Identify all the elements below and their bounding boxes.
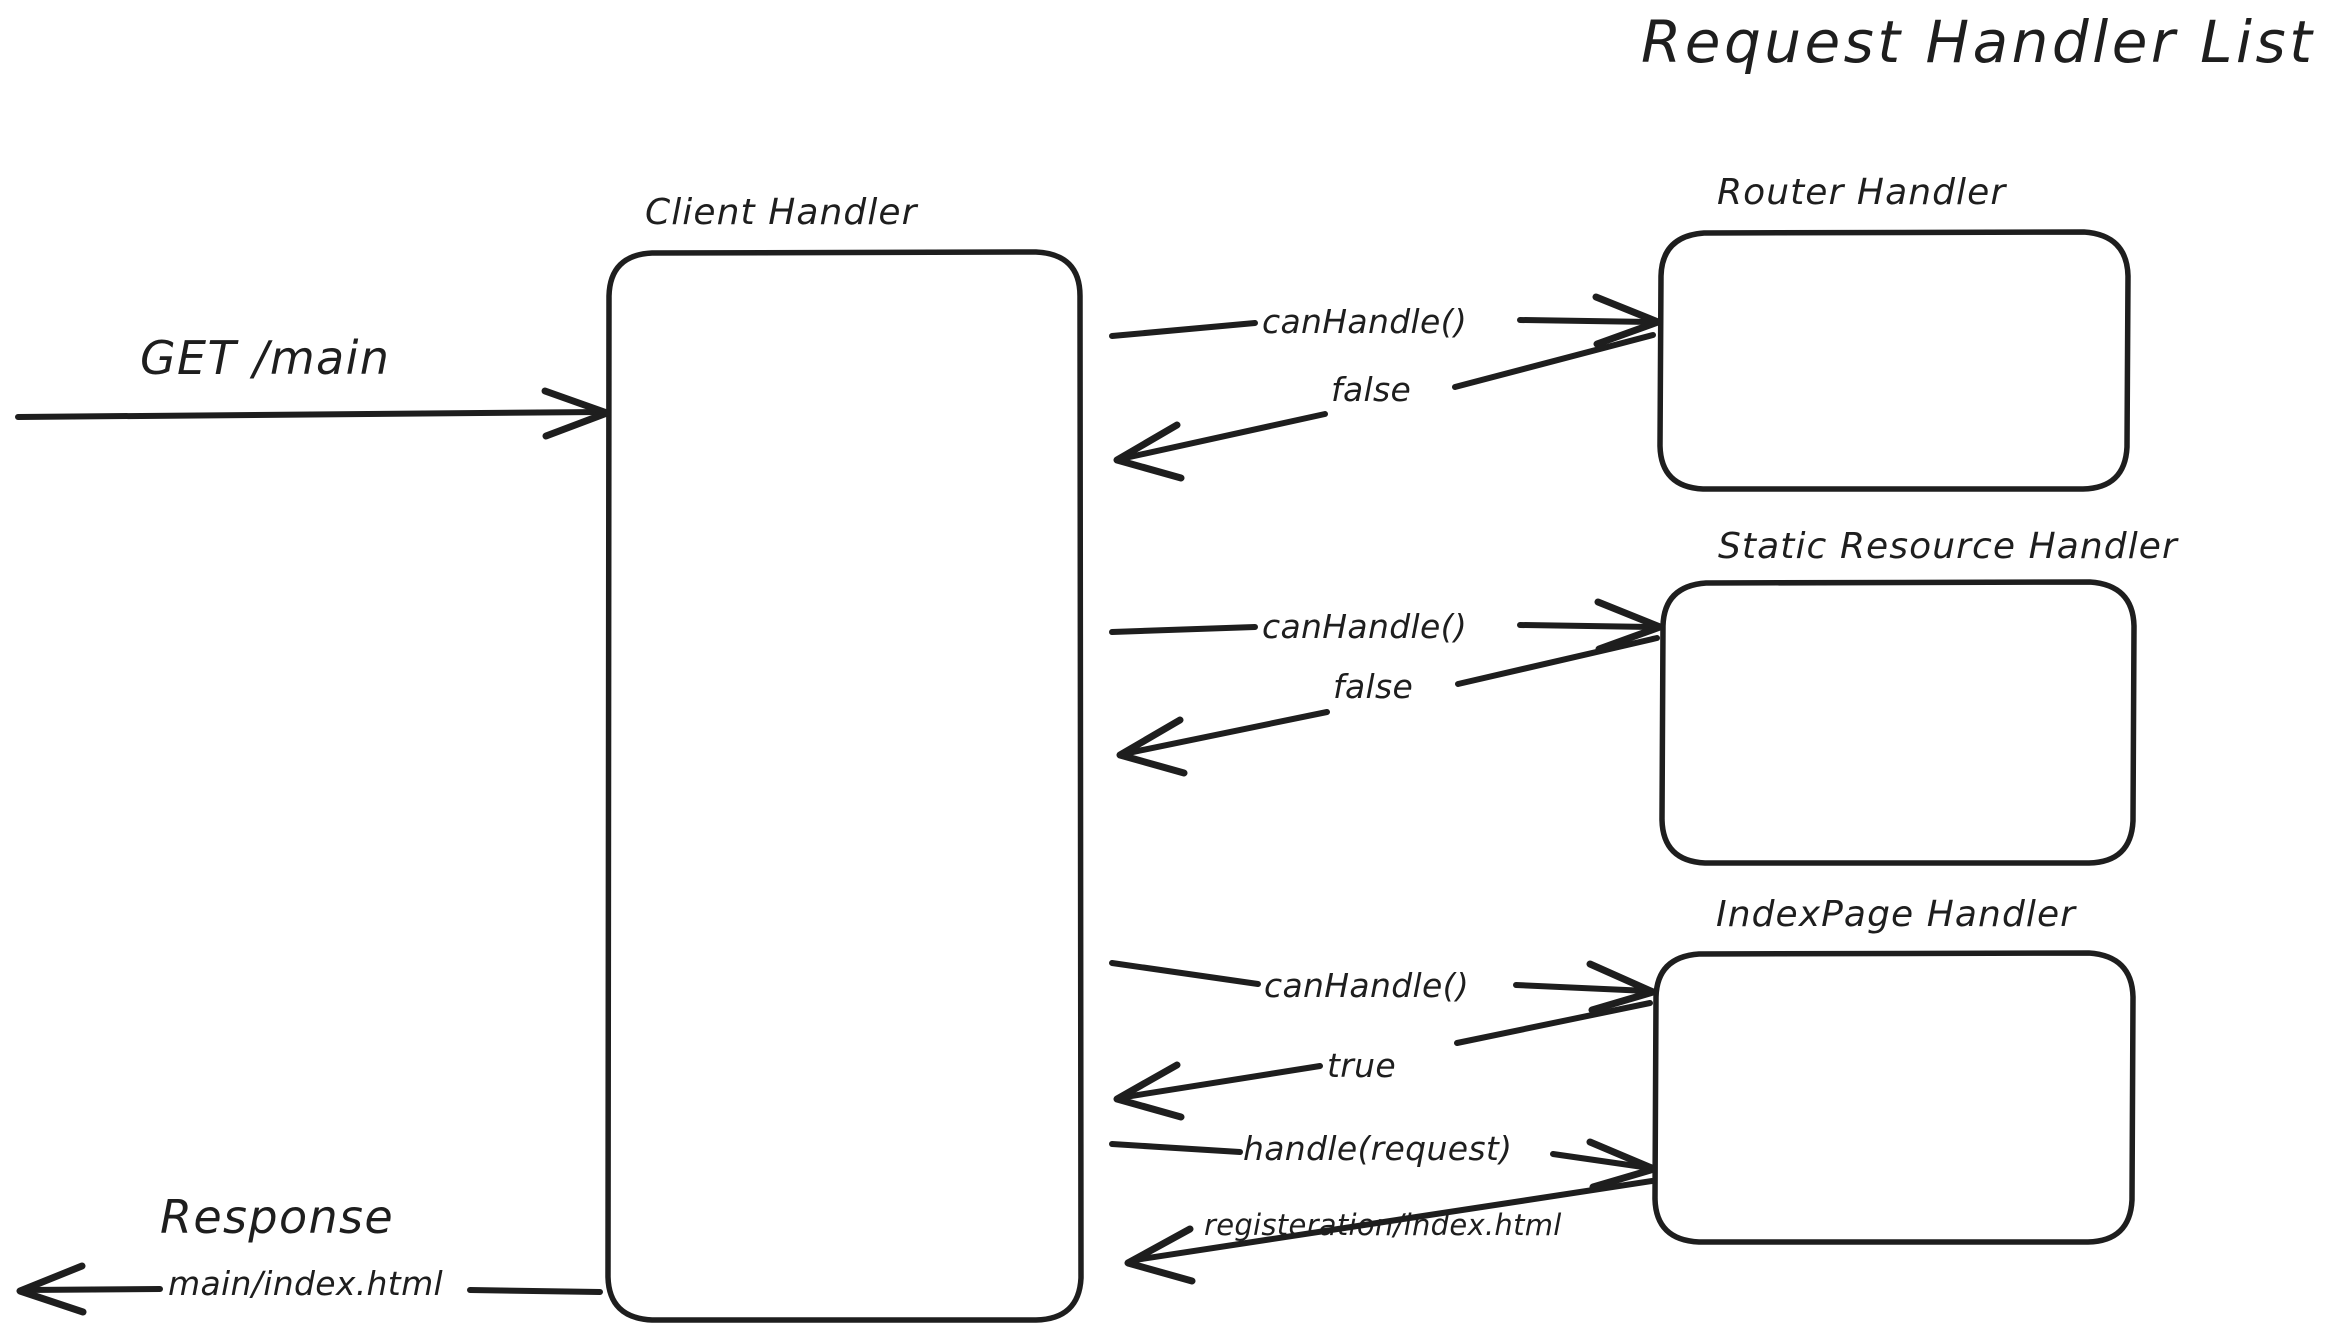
edge-label-router-canhandle: canHandle()	[1262, 302, 1468, 341]
edge-label-index-canhandle: canHandle()	[1264, 966, 1470, 1005]
page-title: Request Handler List	[1641, 8, 2316, 76]
node-router-handler[interactable]	[1657, 229, 2131, 492]
edge-label-index-handle: handle(request)	[1243, 1129, 1513, 1168]
edge-static-false	[1116, 635, 1660, 777]
node-label-static-resource-handler: Static Resource Handler	[1718, 526, 2178, 567]
edge-index-true	[1113, 1000, 1653, 1121]
edge-label-get-request: GET /main	[140, 331, 391, 385]
edge-label-response: Response	[160, 1190, 395, 1244]
node-label-indexpage-handler: IndexPage Handler	[1716, 894, 2077, 935]
edge-index-return	[1124, 1178, 1655, 1285]
edge-label-index-return: registeration/index.html	[1204, 1208, 1562, 1242]
edge-router-canhandle	[1109, 293, 1662, 348]
edge-label-router-false: false	[1331, 370, 1412, 409]
edge-label-static-false: false	[1333, 667, 1414, 706]
edge-index-canhandle	[1109, 960, 1657, 1014]
edge-static-canhandle	[1109, 598, 1664, 653]
node-indexpage-handler[interactable]	[1652, 950, 2136, 1245]
edge-label-response-body: main/index.html	[168, 1264, 444, 1303]
edge-get-request	[15, 387, 611, 440]
node-static-resource-handler[interactable]	[1659, 579, 2137, 866]
edge-label-index-true: true	[1327, 1046, 1397, 1085]
node-label-router-handler: Router Handler	[1717, 172, 2007, 213]
node-label-client-handler: Client Handler	[645, 192, 918, 233]
edge-label-static-canhandle: canHandle()	[1262, 607, 1468, 646]
edge-index-handle	[1109, 1138, 1658, 1191]
node-client-handler[interactable]	[605, 249, 1084, 1323]
edge-response	[16, 1262, 603, 1316]
edge-router-false	[1113, 332, 1656, 482]
